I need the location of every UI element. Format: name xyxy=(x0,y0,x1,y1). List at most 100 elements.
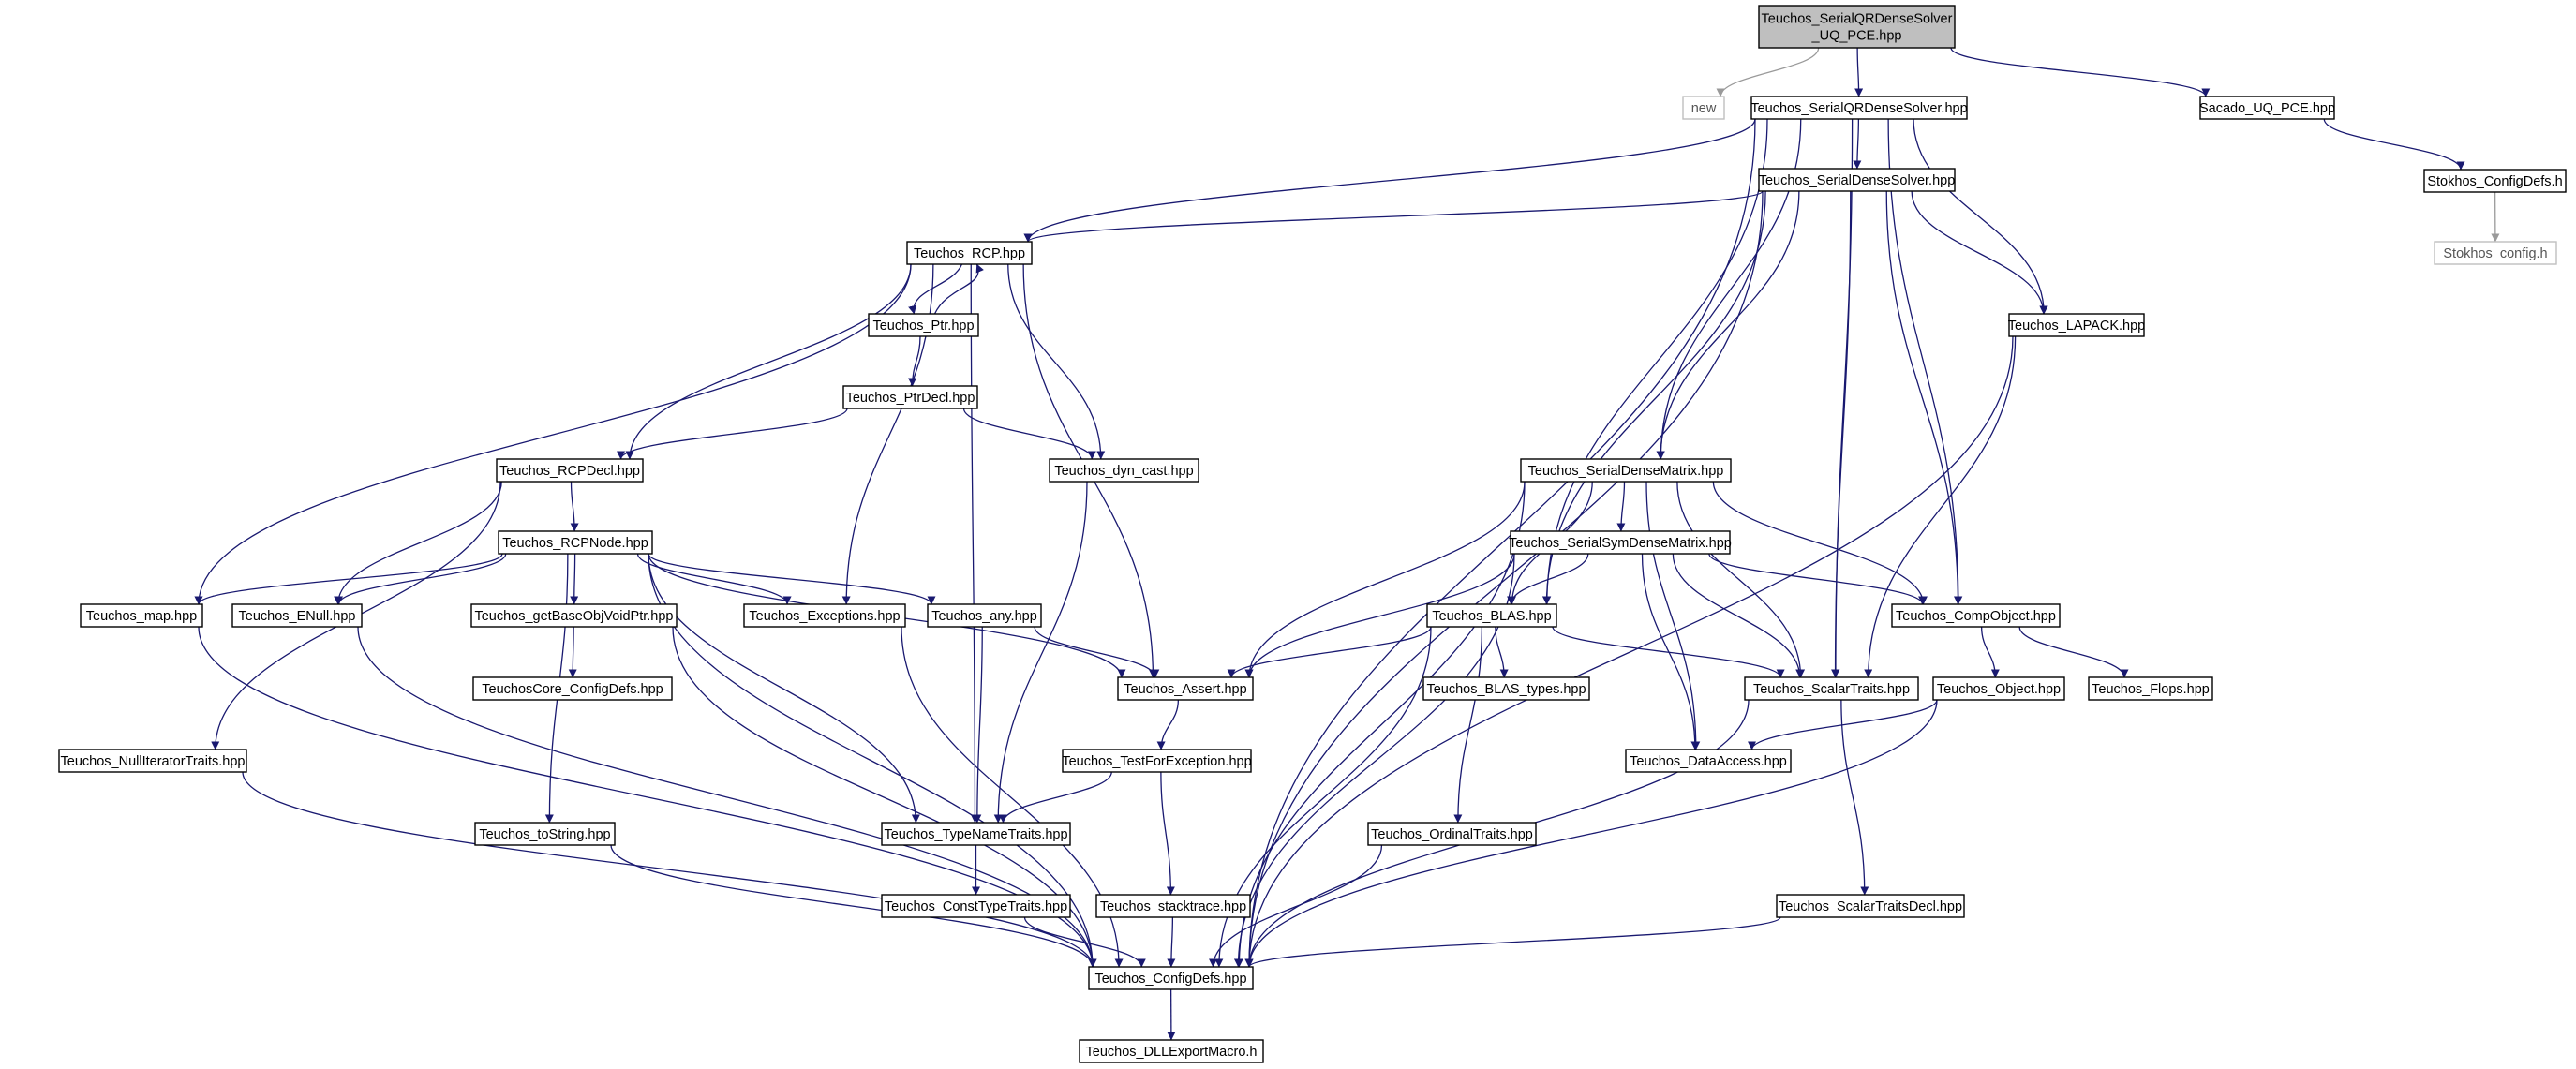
node-box xyxy=(1422,676,1590,701)
node-box xyxy=(2423,169,2567,193)
node-box xyxy=(743,603,906,628)
file-node-dllexport[interactable]: Teuchos_DLLExportMacro.h xyxy=(1079,1039,1264,1063)
dependency-edge-blas-to-assert xyxy=(1227,626,1432,678)
file-node-stokhos_config: Stokhos_config.h xyxy=(2434,241,2557,265)
node-label: Teuchos_ENull.hpp xyxy=(239,609,356,624)
dependency-edge-sds-to-sdm xyxy=(1656,190,1800,460)
dependency-edge-rcpnode-to-any xyxy=(648,553,936,605)
node-label: Teuchos_BLAS.hpp xyxy=(1432,609,1551,624)
node-label: Teuchos_dyn_cast.hpp xyxy=(1054,464,1193,479)
file-node-configdefs[interactable]: Teuchos_ConfigDefs.hpp xyxy=(1088,966,1254,990)
node-label: Teuchos_ConfigDefs.hpp xyxy=(1094,972,1246,987)
file-node-compobject[interactable]: Teuchos_CompObject.hpp xyxy=(1891,603,2061,628)
node-box xyxy=(58,749,247,773)
file-node-typename[interactable]: Teuchos_TypeNameTraits.hpp xyxy=(881,822,1071,846)
file-node-testforexc[interactable]: Teuchos_TestForException.hpp xyxy=(1062,749,1252,773)
node-box xyxy=(868,313,979,337)
file-node-ordinal[interactable]: Teuchos_OrdinalTraits.hpp xyxy=(1367,822,1537,846)
file-node-sdm[interactable]: Teuchos_SerialDenseMatrix.hpp xyxy=(1520,458,1732,483)
node-label: Teuchos_TestForException.hpp xyxy=(1062,754,1251,769)
file-node-sds[interactable]: Teuchos_SerialDenseSolver.hpp xyxy=(1758,168,1956,192)
file-node-getbase[interactable]: Teuchos_getBaseObjVoidPtr.hpp xyxy=(470,603,678,628)
file-node-exceptions[interactable]: Teuchos_Exceptions.hpp xyxy=(743,603,906,628)
file-node-enull[interactable]: Teuchos_ENull.hpp xyxy=(231,603,363,628)
file-node-ptrdecl[interactable]: Teuchos_PtrDecl.hpp xyxy=(842,385,978,409)
node-label: Teuchos_ScalarTraitsDecl.hpp xyxy=(1779,899,1962,914)
file-node-scalartraits[interactable]: Teuchos_ScalarTraits.hpp xyxy=(1744,676,1919,701)
node-box xyxy=(1625,749,1792,773)
file-node-blas[interactable]: Teuchos_BLAS.hpp xyxy=(1426,603,1557,628)
dependency-edge-sacado_uq_pce-to-stokhos_configdefs xyxy=(2323,118,2465,171)
node-label: Teuchos_toString.hpp xyxy=(479,827,610,842)
dependency-edge-root-to-sqrds xyxy=(1854,47,1864,97)
dependency-edge-testforexc-to-stacktrace xyxy=(1160,771,1175,896)
dependency-edge-ordinal-to-configdefs xyxy=(1209,844,1383,968)
file-node-ssdm[interactable]: Teuchos_SerialSymDenseMatrix.hpp xyxy=(1509,530,1732,555)
dependency-edge-rcp-to-dyncast xyxy=(1007,263,1106,460)
file-node-any[interactable]: Teuchos_any.hpp xyxy=(927,603,1042,628)
file-node-rcpdecl[interactable]: Teuchos_RCPDecl.hpp xyxy=(496,458,644,483)
node-box xyxy=(881,894,1071,918)
dependency-edge-ssdm-to-blas xyxy=(1507,553,1589,605)
dependency-edge-sdm-to-scalartraits xyxy=(1676,481,1806,678)
file-node-ptr[interactable]: Teuchos_Ptr.hpp xyxy=(868,313,979,337)
node-label: Teuchos_DLLExportMacro.h xyxy=(1086,1045,1258,1060)
file-node-rcpnode[interactable]: Teuchos_RCPNode.hpp xyxy=(498,530,653,555)
file-node-lapack[interactable]: Teuchos_LAPACK.hpp xyxy=(2008,313,2145,337)
file-node-sacado_uq_pce[interactable]: Sacado_UQ_PCE.hpp xyxy=(2199,96,2335,120)
node-box xyxy=(1049,458,1199,483)
file-node-coreconfig[interactable]: TeuchosCore_ConfigDefs.hpp xyxy=(472,676,673,701)
dependency-edge-blas-to-blastypes xyxy=(1495,626,1509,678)
dependency-edge-ssdm-to-dataaccess xyxy=(1641,553,1700,750)
dependency-edge-sdm-to-dataaccess xyxy=(1645,481,1701,750)
file-node-object[interactable]: Teuchos_Object.hpp xyxy=(1932,676,2065,701)
file-node-stokhos_configdefs[interactable]: Stokhos_ConfigDefs.h xyxy=(2423,169,2567,193)
node-box xyxy=(1750,96,1968,120)
node-label: Teuchos_TypeNameTraits.hpp xyxy=(884,827,1067,842)
node-label: _UQ_PCE.hpp xyxy=(1811,28,1902,43)
node-label: Teuchos_map.hpp xyxy=(86,609,198,624)
dependency-edge-any-to-assert xyxy=(1034,626,1160,678)
dependency-edge-sds-to-configdefs xyxy=(1244,190,1764,968)
dependency-edge-root-to-sacado_uq_pce xyxy=(1950,47,2211,97)
file-node-nulliter[interactable]: Teuchos_NullIteratorTraits.hpp xyxy=(58,749,247,773)
file-node-blastypes[interactable]: Teuchos_BLAS_types.hpp xyxy=(1422,676,1590,701)
dependency-edge-rcp-to-rcpdecl xyxy=(625,263,912,460)
node-box xyxy=(1776,894,1965,918)
node-label: Teuchos_Ptr.hpp xyxy=(872,319,974,334)
node-label: Teuchos_RCPDecl.hpp xyxy=(499,464,640,479)
file-node-new: new xyxy=(1682,96,1725,120)
dependency-edge-ptrdecl-to-rcpdecl xyxy=(617,408,848,460)
file-node-sqrds[interactable]: Teuchos_SerialQRDenseSolver.hpp xyxy=(1750,96,1968,120)
dependency-edge-scalartraits-to-scalartraitsdecl xyxy=(1840,699,1869,896)
dependency-edge-sds-to-compobject xyxy=(1885,190,1962,605)
file-node-tostring[interactable]: Teuchos_toString.hpp xyxy=(474,822,616,846)
node-box xyxy=(842,385,978,409)
dependency-edge-sdm-to-configdefs xyxy=(1234,481,1526,968)
dependency-edge-root-to-new xyxy=(1716,47,1820,97)
file-node-flops[interactable]: Teuchos_Flops.hpp xyxy=(2088,676,2213,701)
node-label: Teuchos_SerialSymDenseMatrix.hpp xyxy=(1509,536,1732,551)
file-node-assert[interactable]: Teuchos_Assert.hpp xyxy=(1117,676,1254,701)
dependency-edge-ssdm-to-compobject xyxy=(1708,553,1927,605)
dependency-edge-blas-to-scalartraits xyxy=(1552,626,1785,678)
file-node-rcp[interactable]: Teuchos_RCP.hpp xyxy=(906,241,1033,265)
dependency-edge-sds-to-rcp xyxy=(1023,190,1764,243)
node-box xyxy=(80,603,203,628)
dependency-edge-sds-to-lapack xyxy=(1911,190,2048,315)
dependency-edge-sqrds-to-configdefs xyxy=(1244,118,1756,968)
dependency-edge-sdm-to-assert xyxy=(1244,481,1526,678)
node-label: Stokhos_ConfigDefs.h xyxy=(2427,174,2562,189)
file-node-dyncast[interactable]: Teuchos_dyn_cast.hpp xyxy=(1049,458,1199,483)
file-node-dataaccess[interactable]: Teuchos_DataAccess.hpp xyxy=(1625,749,1792,773)
node-box xyxy=(1520,458,1732,483)
file-node-stacktrace[interactable]: Teuchos_stacktrace.hpp xyxy=(1095,894,1251,918)
file-node-consttype[interactable]: Teuchos_ConstTypeTraits.hpp xyxy=(881,894,1071,918)
node-label: Teuchos_PtrDecl.hpp xyxy=(846,391,975,406)
file-node-map[interactable]: Teuchos_map.hpp xyxy=(80,603,203,628)
dependency-edge-sqrds-to-sds xyxy=(1853,118,1862,170)
node-box xyxy=(472,676,673,701)
file-node-scalartraitsdecl[interactable]: Teuchos_ScalarTraitsDecl.hpp xyxy=(1776,894,1965,918)
node-label: Teuchos_Exceptions.hpp xyxy=(749,609,900,624)
